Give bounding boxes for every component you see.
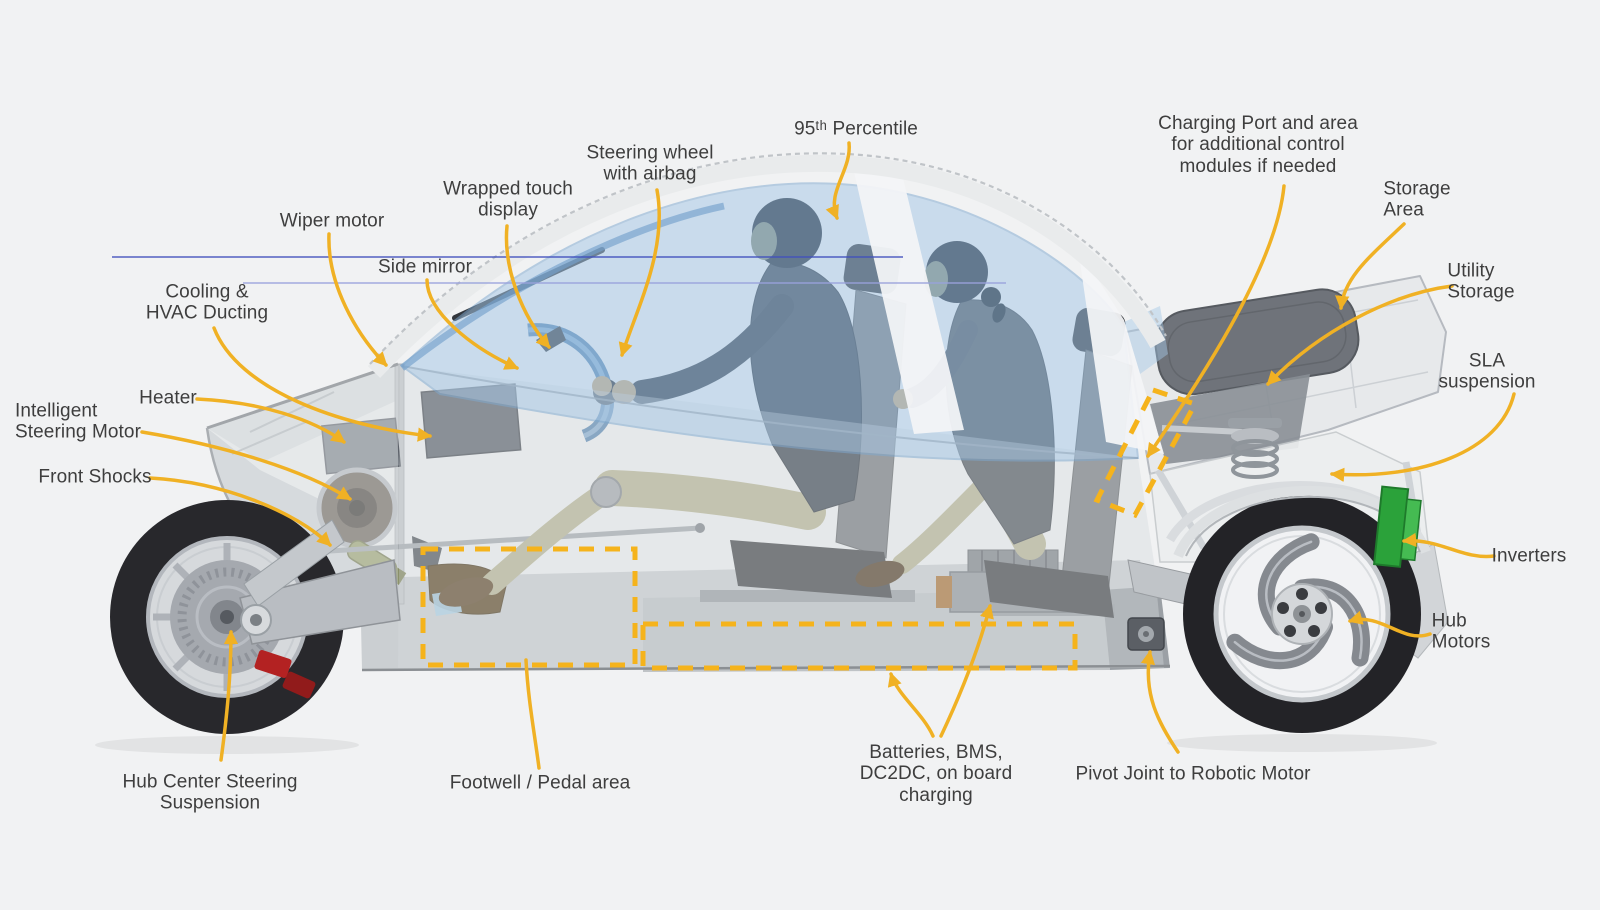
leader-steering-wheel	[618, 188, 662, 358]
label-intelligent-steering: Intelligent Steering Motor	[14, 400, 142, 443]
label-batteries: Batteries, BMS, DC2DC, on board charging	[859, 741, 1013, 806]
leader-wrapped-display	[504, 224, 551, 349]
label-front-shocks: Front Shocks	[38, 466, 152, 488]
leader-batteries-a	[887, 671, 935, 738]
label-pivot-joint: Pivot Joint to Robotic Motor	[1075, 763, 1311, 785]
leader-inverters	[1401, 532, 1496, 559]
leader-front-shocks	[148, 476, 332, 547]
leader-utility-storage	[1266, 284, 1454, 386]
tail-section	[1125, 275, 1447, 475]
label-charging-port: Charging Port and area for additional co…	[1158, 112, 1358, 177]
leader-wiper-motor	[327, 232, 388, 367]
leader-sla-suspension	[1329, 392, 1516, 482]
label-hub-motors: Hub Motors	[1431, 610, 1491, 653]
footwell-highlight-box	[420, 546, 638, 668]
pivot-joint	[1127, 617, 1165, 651]
leader-batteries-b	[939, 603, 994, 738]
leader-pivot-joint	[1140, 649, 1180, 754]
leader-storage-area	[1335, 222, 1406, 311]
leader-side-mirror	[425, 278, 519, 370]
label-footwell-pedal: Footwell / Pedal area	[449, 772, 631, 794]
label-wiper-motor: Wiper motor	[279, 210, 385, 232]
label-cooling-hvac: Cooling & HVAC Ducting	[145, 281, 269, 324]
label-inverters: Inverters	[1491, 545, 1567, 567]
label-95th-percentile: 95ᵗʰ Percentile	[794, 118, 918, 140]
label-sla-suspension: SLA suspension	[1438, 350, 1536, 393]
label-utility-storage: Utility Storage	[1447, 260, 1515, 303]
rear-wheel	[1183, 495, 1421, 733]
label-heater: Heater	[139, 387, 197, 409]
sla-spring	[1228, 418, 1282, 479]
highlight-boxes	[420, 386, 1199, 671]
label-side-mirror: Side mirror	[377, 256, 473, 278]
leader-footwell	[524, 658, 541, 770]
ground-shadows	[95, 734, 1437, 754]
leader-hub-motors	[1347, 610, 1432, 638]
charging-highlight-box	[1093, 386, 1199, 519]
label-steering-wheel: Steering wheel with airbag	[586, 142, 714, 185]
leader-charging-port	[1146, 184, 1286, 458]
leader-cooling-hvac	[212, 326, 433, 442]
chassis-strut	[394, 363, 405, 605]
canopy-pillars	[854, 172, 1164, 454]
leader-heater	[195, 397, 346, 444]
inverters-block	[1373, 485, 1422, 568]
brake-caliper	[254, 650, 292, 678]
leader-lines	[140, 141, 1516, 770]
label-hub-center-steering: Hub Center Steering Suspension	[122, 771, 298, 814]
leader-percentile-95	[825, 141, 851, 220]
label-storage-area: Storage Area	[1383, 178, 1451, 221]
label-wrapped-touch-display: Wrapped touch display	[443, 178, 573, 221]
leader-hub-center	[219, 629, 239, 762]
battery-highlight-box	[640, 621, 1078, 671]
leader-intelligent-steering	[140, 430, 352, 501]
